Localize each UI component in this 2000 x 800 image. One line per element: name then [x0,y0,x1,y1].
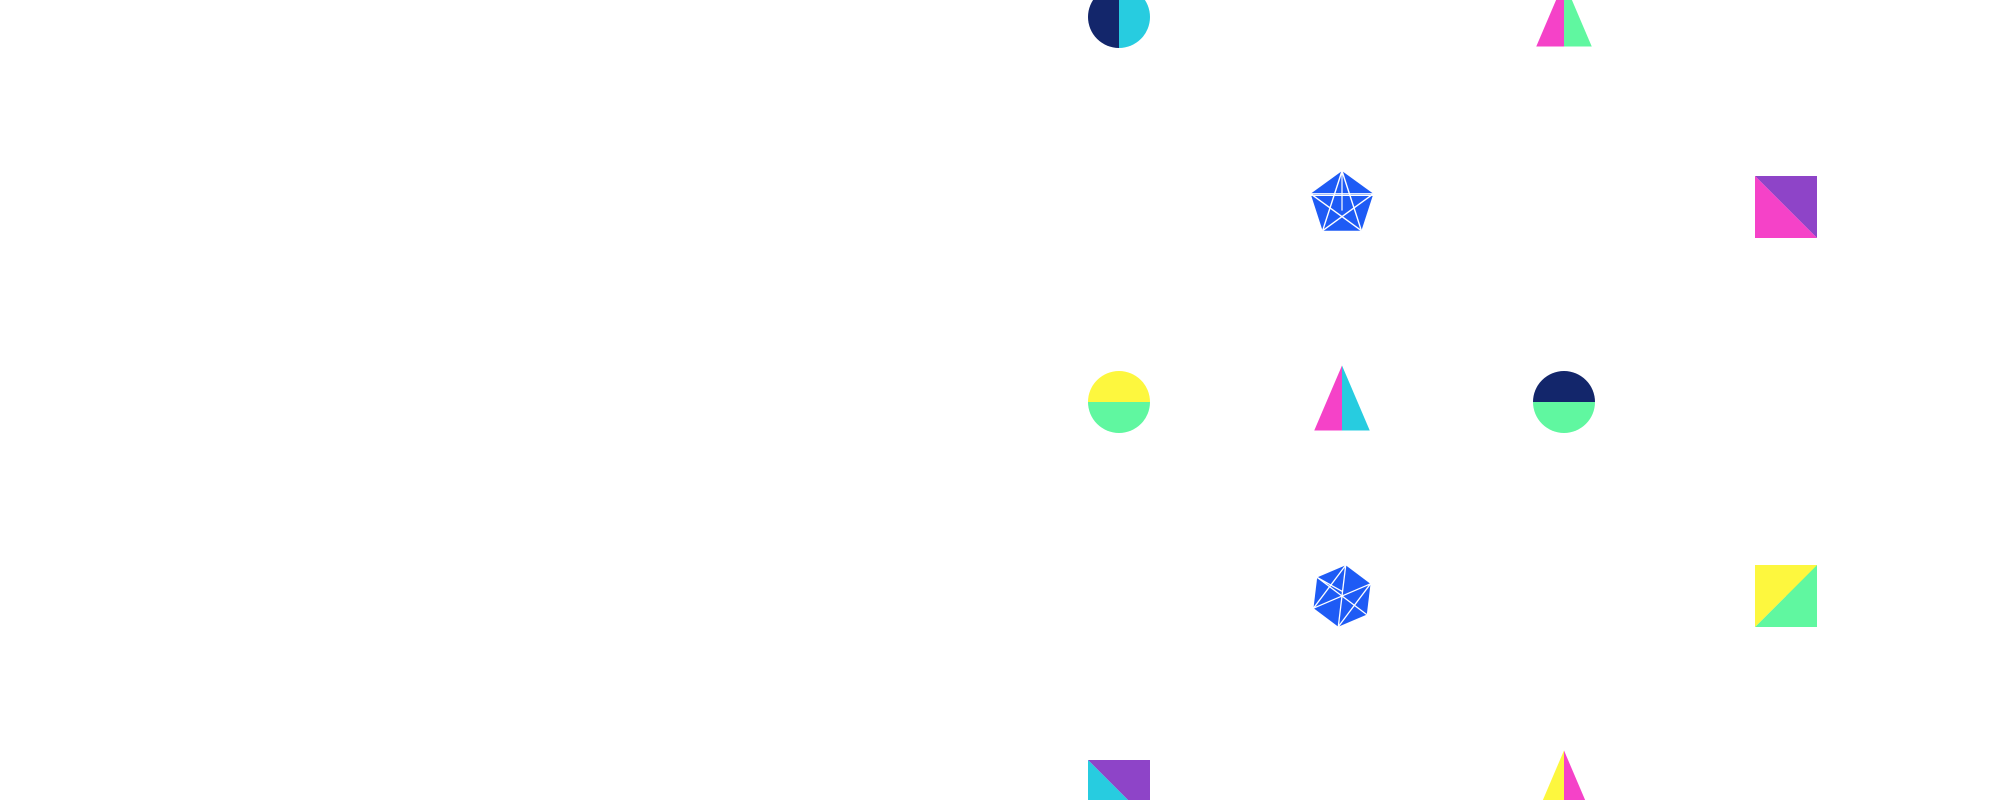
split-circle-icon [1088,371,1150,433]
diagonal-square-icon [1755,565,1817,627]
split-circle-icon [1533,371,1595,433]
diagonal-square-icon [1755,176,1817,238]
star-pentagon-icon [1308,170,1376,232]
split-triangle-icon [1314,365,1370,431]
split-triangle-icon [1536,0,1592,47]
diagonal-square-icon [1088,760,1150,800]
faceted-hexagon-icon [1312,564,1372,628]
split-triangle-icon [1542,750,1586,800]
split-circle-icon [1088,0,1150,48]
